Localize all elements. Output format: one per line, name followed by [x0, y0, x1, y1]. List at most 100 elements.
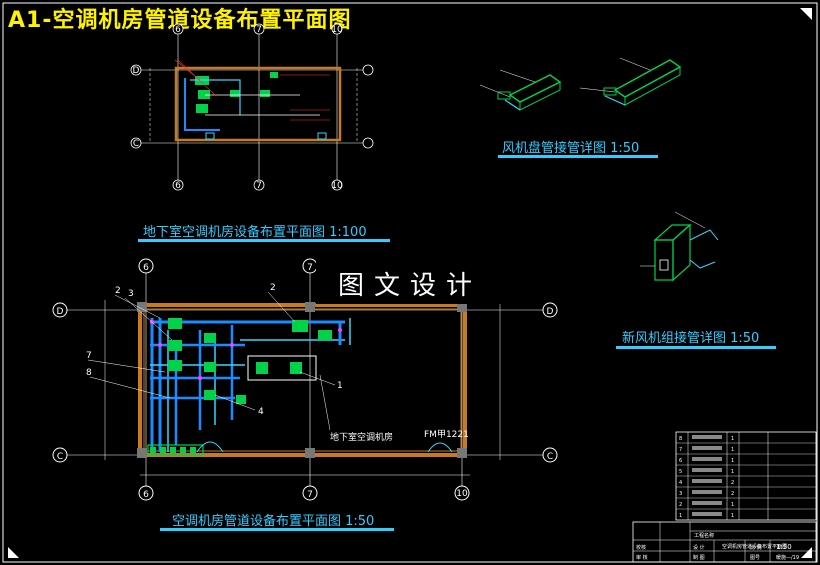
room-plan: 6 7 D C D C 6 7 10 — [52, 258, 558, 501]
schedule-row-no: 4 — [679, 480, 682, 486]
grid-bubble-left-D: D — [130, 64, 142, 76]
schedule-row-desc-mark — [692, 446, 722, 450]
tag-7: 7 — [86, 351, 92, 361]
left-label-2: 审 核 — [636, 554, 648, 561]
svg-text:7: 7 — [256, 25, 262, 35]
right-label-1: 比 例 — [750, 544, 762, 551]
tag-8: 8 — [86, 368, 92, 378]
schedule-row-qty: 2 — [731, 491, 734, 497]
schedule-row-no: 6 — [679, 458, 682, 464]
schedule-row-qty: 1 — [731, 502, 734, 508]
schedule-row-no: 8 — [679, 436, 682, 442]
schedule-row-qty: 1 — [731, 447, 734, 453]
svg-text:C: C — [133, 139, 139, 149]
scale-value: 1:50 — [776, 543, 792, 551]
fcu-detail — [479, 57, 682, 111]
grid-bubble-top-10: 10 — [331, 23, 343, 35]
schedule-row-qty: 1 — [731, 436, 734, 442]
right-label-2: 图号 — [750, 555, 760, 561]
caption-underline-ahu — [616, 346, 776, 349]
caption-fcu-detail: 风机盘管接管详图 1:50 — [502, 141, 640, 156]
title-block: 8 1 7 1 6 1 5 1 4 2 3 2 2 1 1 1 工程名称 空调机房管道设备布置平面图 校核 审… — [632, 431, 817, 563]
schedule-row-desc-mark — [692, 512, 722, 516]
schedule-row-desc-mark — [692, 501, 722, 505]
drawing-name: 空调机房管道设备布置平面图 — [722, 543, 787, 550]
schedule-row-desc-mark — [692, 479, 722, 483]
caption-underline-room — [160, 528, 394, 531]
grid-bubble-right-C — [362, 137, 374, 149]
grid-bubble-7-top: 7 — [302, 258, 318, 274]
grid-bubble-C-left: C — [52, 447, 68, 463]
svg-text:D: D — [57, 307, 64, 317]
svg-text:6: 6 — [143, 490, 149, 500]
grid-bubble-top-7: 7 — [253, 23, 265, 35]
caption-underline-fcu — [498, 155, 658, 158]
svg-text:6: 6 — [175, 181, 181, 191]
schedule-row-desc-mark — [692, 457, 722, 461]
tag-4: 4 — [258, 407, 264, 417]
schedule-rows: 8 1 7 1 6 1 5 1 4 2 3 2 2 1 1 1 — [676, 435, 816, 519]
project-label: 工程名称 — [694, 532, 714, 539]
svg-text:10: 10 — [331, 181, 343, 191]
schedule-row-desc-mark — [692, 490, 722, 494]
schedule-row-no: 1 — [679, 513, 682, 519]
corner-mark-bl — [8, 547, 19, 558]
svg-text:D: D — [547, 307, 554, 317]
schedule-row-qty: 2 — [731, 480, 734, 486]
schedule-row-desc-mark — [692, 435, 722, 439]
watermark-stamp: 图文设计 — [316, 262, 504, 304]
grid-bubble-10-bottom: 10 — [454, 485, 470, 501]
schedule-row-no: 3 — [679, 491, 682, 497]
caption-basement-plan: 地下室空调机房设备布置平面图 1:100 — [143, 225, 367, 240]
corner-mark-tr — [800, 8, 812, 20]
corner-mark-br — [801, 547, 812, 558]
sheet-number: 暖施—/19 — [776, 554, 799, 561]
schedule-row-no: 2 — [679, 502, 682, 508]
svg-text:10: 10 — [456, 489, 468, 499]
basement-plan: 6 7 10 6 7 10 D C — [130, 23, 374, 191]
schedule-row-desc-mark — [692, 468, 722, 472]
caption-room-plan: 空调机房管道设备布置平面图 1:50 — [172, 514, 375, 529]
grid-bubble-D-left: D — [52, 302, 68, 318]
ahu-detail — [640, 211, 719, 282]
schedule-row-no: 7 — [679, 447, 682, 453]
schedule-row-no: 5 — [679, 469, 682, 475]
louver-label: FM甲1221 — [424, 429, 469, 440]
schedule-row-qty: 1 — [731, 469, 734, 475]
svg-text:7: 7 — [256, 181, 262, 191]
svg-text:7: 7 — [307, 263, 313, 273]
caption-underline-basement — [138, 239, 390, 242]
schedule-row-qty: 1 — [731, 458, 734, 464]
caption-ahu-detail: 新风机组接管详图 1:50 — [622, 331, 760, 346]
left-label-1: 校核 — [636, 544, 646, 551]
grid-bubble-C-right: C — [542, 447, 558, 463]
svg-text:C: C — [57, 452, 63, 462]
grid-bubble-bottom-6: 6 — [172, 179, 184, 191]
grid-bubble-top-6: 6 — [172, 23, 184, 35]
svg-text:10: 10 — [331, 25, 343, 35]
grid-bubble-6-bottom: 6 — [138, 485, 154, 501]
grid-bubble-bottom-7: 7 — [253, 179, 265, 191]
mid-label-1: 设 计 — [693, 544, 705, 551]
grid-bubble-D-right: D — [542, 302, 558, 318]
svg-text:C: C — [547, 452, 553, 462]
tag-2a: 2 — [115, 286, 121, 296]
grid-bubble-6-top: 6 — [138, 258, 154, 274]
svg-text:6: 6 — [143, 263, 149, 273]
svg-text:D: D — [133, 66, 140, 76]
grid-bubble-right-D — [362, 64, 374, 76]
svg-text:6: 6 — [175, 25, 181, 35]
grid-bubble-7-bottom: 7 — [302, 485, 318, 501]
mid-label-2: 制 图 — [693, 554, 705, 561]
grid-bubble-left-C: C — [130, 137, 142, 149]
room-name: 地下室空调机房 — [330, 431, 393, 443]
tag-3: 3 — [128, 289, 134, 299]
grid-bubble-bottom-10: 10 — [331, 179, 343, 191]
tag-1: 1 — [337, 381, 343, 391]
schedule-row-qty: 1 — [731, 513, 734, 519]
tag-2b: 2 — [270, 283, 276, 293]
svg-text:7: 7 — [307, 490, 313, 500]
